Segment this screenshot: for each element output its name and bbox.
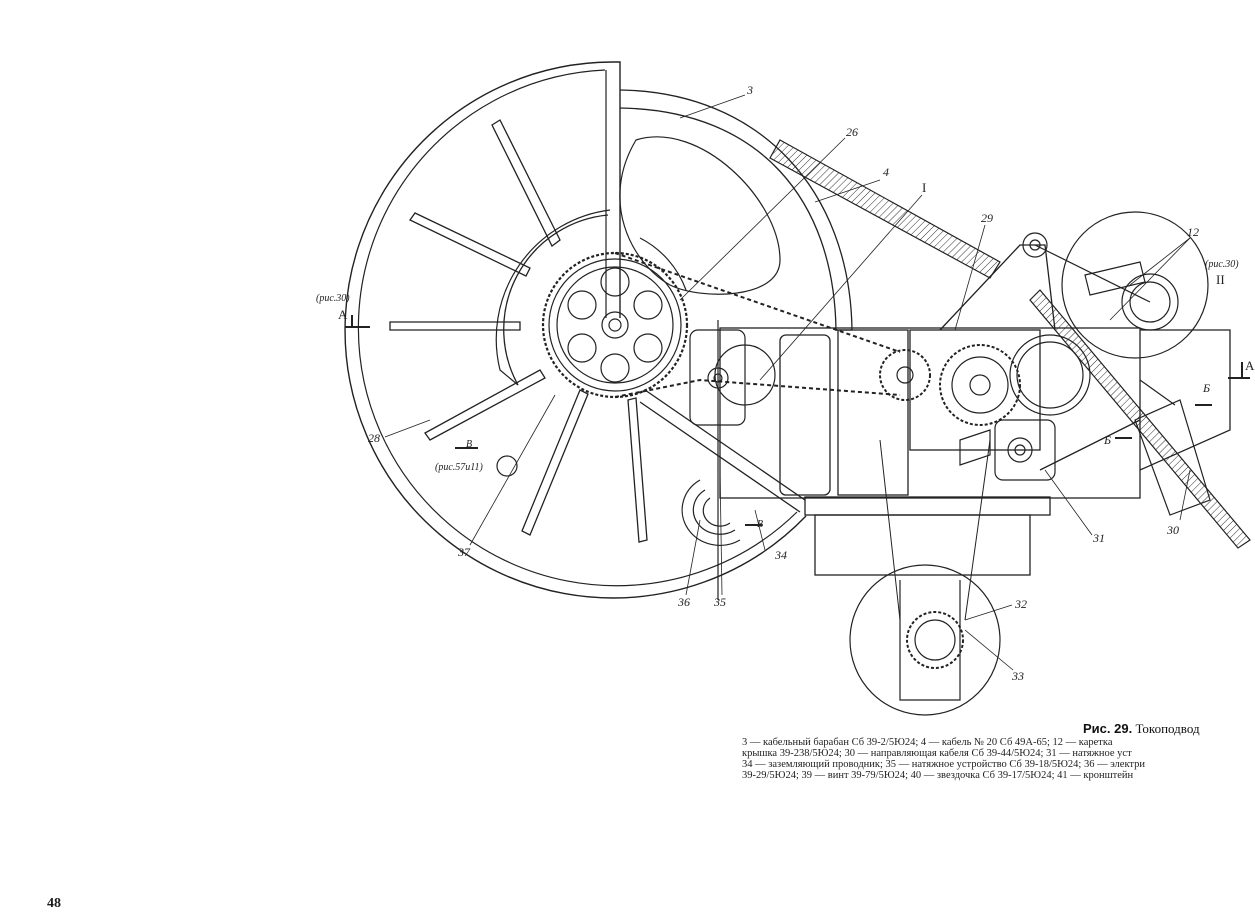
section-A-right: А	[1245, 358, 1255, 373]
section-V-top: В	[466, 439, 473, 450]
gear-wheel	[1009, 334, 1091, 416]
label-12: 12	[1187, 225, 1199, 239]
figure-caption: 3 — кабельный барабан Сб 39-2/5Ю24; 4 — …	[742, 737, 1239, 781]
label-I: I	[922, 180, 927, 195]
cable-guide	[1134, 379, 1211, 516]
label-29: 29	[981, 211, 993, 225]
drive-chain	[614, 252, 901, 398]
leader-lines	[384, 94, 1191, 671]
bottom-shaft	[849, 439, 1001, 716]
caption-line: 3 — кабельный барабан Сб 39-2/5Ю24; 4 — …	[742, 737, 1113, 748]
figure-title: Рис. 29. Токоподвод	[1083, 721, 1200, 737]
main-sprocket	[541, 251, 689, 399]
drum-spokes	[389, 119, 648, 543]
page-number: 48	[47, 896, 61, 911]
caption-line: 34 — заземляющий проводник; 35 — натяжно…	[742, 759, 1145, 770]
ref-fig30-right: (рис.30)	[1205, 259, 1239, 270]
label-36: 36	[678, 595, 690, 609]
label-4: 4	[883, 165, 889, 179]
label-28: 28	[368, 431, 380, 445]
figure-number: Рис. 29.	[1083, 721, 1133, 736]
caption-line: крышка 39-238/5Ю24; 30 — направляющая ка…	[742, 748, 1132, 759]
tensioner-device-2	[959, 419, 1056, 481]
idler-sprocket	[879, 349, 931, 401]
label-33: 33	[1012, 669, 1024, 683]
frame-housing	[719, 244, 1231, 576]
section-B-mid: Б	[1104, 433, 1112, 447]
figure-name: Токоподвод	[1132, 721, 1200, 736]
label-3: 3	[747, 83, 753, 97]
label-26: 26	[846, 125, 858, 139]
label-37: 37	[458, 545, 470, 559]
carriage-wheel	[1022, 211, 1209, 359]
cable-drum	[344, 61, 807, 599]
label-35: 35	[714, 595, 726, 609]
section-A-left: А	[338, 307, 348, 322]
grounding-coil	[681, 479, 741, 546]
label-31: 31	[1093, 531, 1105, 545]
drive-sprocket	[939, 344, 1021, 426]
label-II: II	[1216, 272, 1225, 287]
section-V-bottom: В	[757, 519, 764, 530]
ref-fig57: (рис.57и11)	[435, 462, 483, 473]
cable-band	[769, 139, 1001, 279]
label-32: 32	[1015, 597, 1027, 611]
label-34: 34	[775, 548, 787, 562]
tensioner-device	[689, 320, 776, 600]
ref-fig30-left: (рис.30)	[316, 293, 350, 304]
section-B-right: Б	[1203, 381, 1211, 395]
label-30: 30	[1167, 523, 1179, 537]
caption-line: 39-29/5Ю24; 39 — винт 39-79/5Ю24; 40 — з…	[742, 770, 1134, 781]
